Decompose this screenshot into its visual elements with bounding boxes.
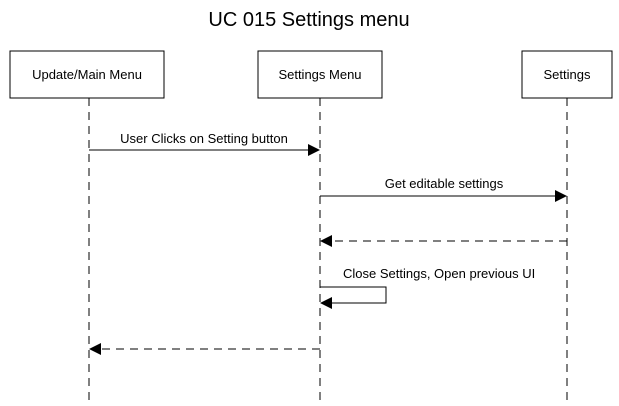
message-label: User Clicks on Setting button [120, 131, 288, 146]
message-label: Close Settings, Open previous UI [343, 266, 535, 281]
message-label: Get editable settings [385, 176, 504, 191]
message-return-settings[interactable] [320, 235, 567, 247]
arrow-head-icon [320, 297, 332, 309]
participant-box [9, 50, 165, 99]
participant-label: Settings [544, 67, 591, 82]
participant-box [257, 50, 383, 99]
participant-settings-menu[interactable]: Settings Menu [257, 50, 383, 99]
participant-label: Settings Menu [278, 67, 361, 82]
arrow-head-icon [308, 144, 320, 156]
message-close-settings-open-previous-ui[interactable]: Close Settings, Open previous UI [320, 266, 535, 309]
participant-box [521, 50, 613, 99]
participant-label: Update/Main Menu [32, 67, 142, 82]
participant-settings[interactable]: Settings [521, 50, 613, 99]
participant-update-main-menu[interactable]: Update/Main Menu [9, 50, 165, 99]
arrow-head-icon [89, 343, 101, 355]
arrow-head-icon [320, 235, 332, 247]
message-return-main-menu[interactable] [89, 343, 320, 355]
diagram-title: UC 015 Settings menu [208, 9, 409, 31]
message-get-editable-settings[interactable]: Get editable settings [320, 176, 567, 202]
self-call-line [320, 286, 387, 304]
arrow-head-icon [555, 190, 567, 202]
message-user-clicks-setting-button[interactable]: User Clicks on Setting button [89, 131, 320, 156]
